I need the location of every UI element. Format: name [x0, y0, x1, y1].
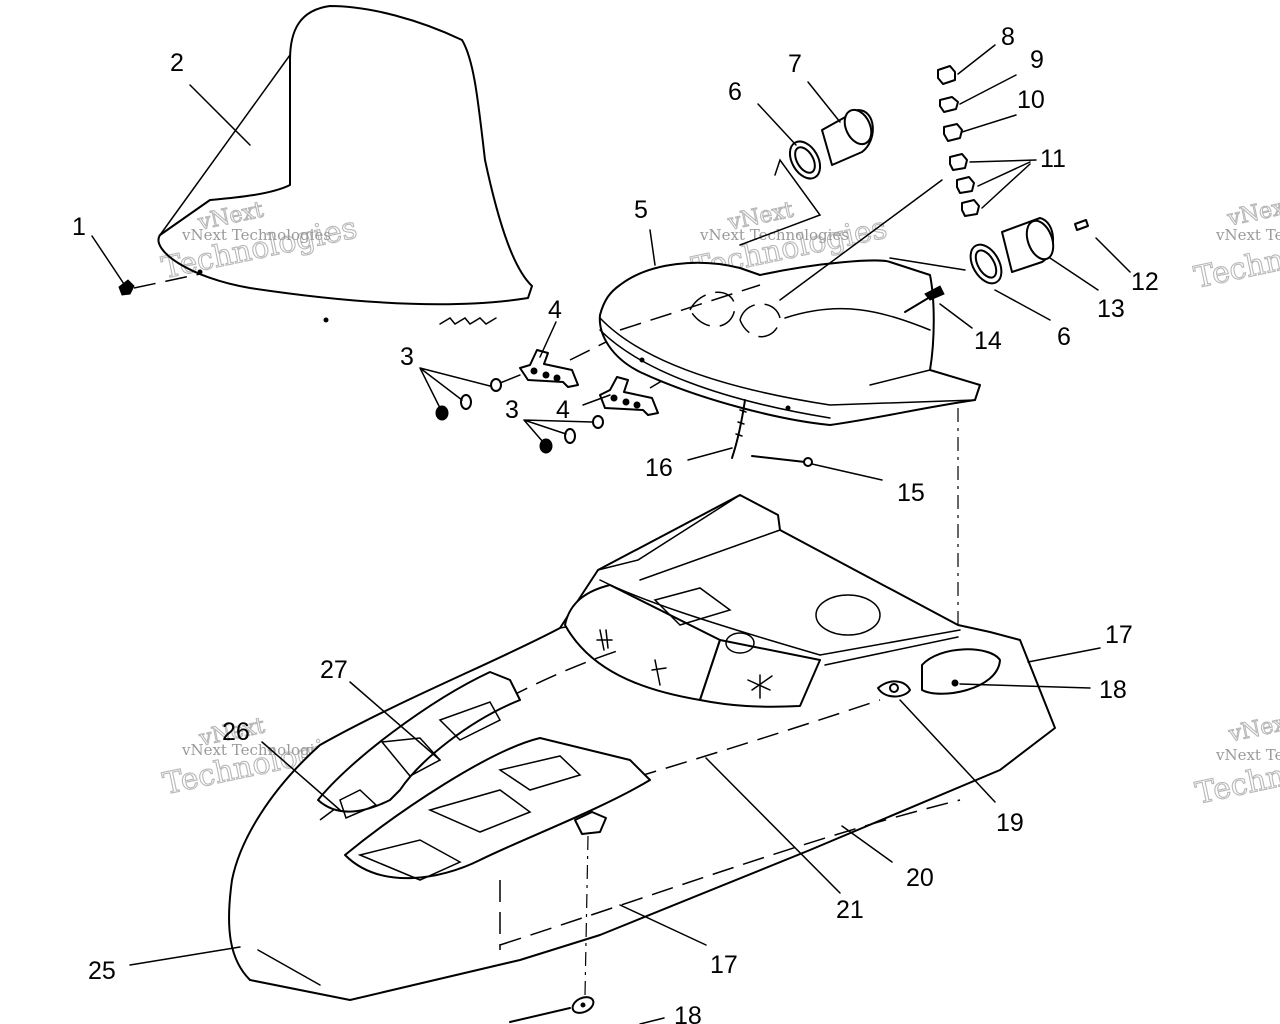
- callout-5: 5: [634, 196, 648, 224]
- callout-26: 26: [222, 718, 250, 746]
- callout-27: 27: [320, 656, 348, 684]
- centerlines: [584, 408, 959, 996]
- bulb-socket: [904, 285, 945, 313]
- watermark-caption: vNext Technologies: [1215, 226, 1280, 244]
- hood-cowl: [598, 259, 981, 426]
- callout-20: 20: [906, 864, 934, 892]
- callout-1: 1: [72, 213, 86, 241]
- hardware-set-upper: [419, 367, 526, 421]
- leader-lines: [91, 44, 1131, 1024]
- watermark-caption: vNext Technologies: [181, 741, 331, 759]
- callout-18: 18: [674, 1002, 702, 1024]
- callout-3: 3: [505, 396, 519, 424]
- callout-19: 19: [996, 809, 1024, 837]
- watermark-caption: vNext Technologies: [1215, 746, 1280, 764]
- cable-tie: [751, 455, 813, 467]
- hardware-set-lower: [523, 415, 604, 454]
- windshield: [157, 5, 533, 325]
- screw-part: [118, 273, 201, 296]
- callout-25: 25: [88, 957, 116, 985]
- callout-16: 16: [645, 454, 673, 482]
- callout-21: 21: [836, 896, 864, 924]
- callout-4: 4: [548, 296, 562, 324]
- clip-parts: [779, 65, 980, 301]
- callout-14: 14: [974, 327, 1002, 355]
- gauge-lower: [889, 217, 1089, 285]
- callout-7: 7: [788, 50, 802, 78]
- watermark-caption: vNext Technologies: [181, 226, 331, 244]
- bottom-screw: [509, 996, 595, 1023]
- callout-18: 18: [1099, 676, 1127, 704]
- callout-12: 12: [1131, 268, 1159, 296]
- callout-9: 9: [1030, 46, 1044, 74]
- callout-10: 10: [1017, 86, 1045, 114]
- callout-3: 3: [400, 343, 414, 371]
- callout-2: 2: [170, 49, 184, 77]
- callout-17: 17: [1105, 621, 1133, 649]
- callout-17: 17: [710, 951, 738, 979]
- nose-pan: [228, 494, 1056, 1001]
- callout-13: 13: [1097, 295, 1125, 323]
- gauge-upper: [739, 108, 874, 246]
- callout-6: 6: [728, 78, 742, 106]
- watermark-caption: vNext Technologies: [699, 226, 849, 244]
- callout-11: 11: [1040, 145, 1066, 173]
- watermark-brand: vNext: [1226, 709, 1280, 747]
- callout-15: 15: [897, 479, 925, 507]
- callout-4: 4: [556, 396, 570, 424]
- wire-harness: [731, 399, 747, 459]
- callout-labels: 1 2 3 3 4 4 5 6 6 7 8 9 10 11 12 13 14 1…: [72, 23, 1159, 1024]
- callout-6: 6: [1057, 323, 1071, 351]
- callout-8: 8: [1001, 23, 1015, 51]
